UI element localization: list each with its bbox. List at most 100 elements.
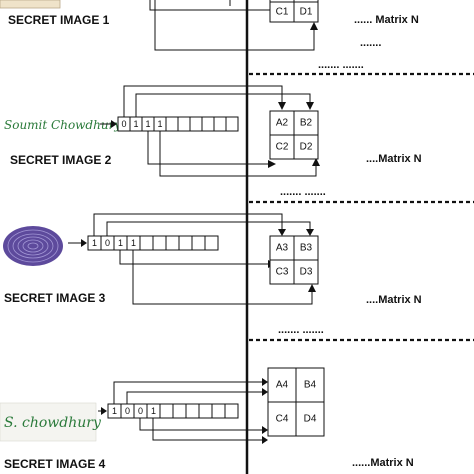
matrix-4-cell-d-label: D4 xyxy=(304,414,317,425)
matrix-2: A2 B2 C2 D2 xyxy=(269,110,319,160)
matrix-2-cell-c-label: C2 xyxy=(276,142,289,153)
bit-2-7 xyxy=(201,116,215,132)
matrix-1-cell-c-label: C1 xyxy=(276,7,289,18)
matrix-1-dots-right: ....... xyxy=(360,37,381,49)
bit-2-9 xyxy=(225,116,239,132)
wire-4b xyxy=(126,391,264,404)
matrix-3-cell-d-label: D3 xyxy=(300,267,313,278)
bit-2-0-label: 0 xyxy=(121,119,126,129)
bit-2-6 xyxy=(189,116,203,132)
bit-4-3-label: 1 xyxy=(151,406,156,416)
arrowhead-2c xyxy=(268,160,276,168)
bit-3-4 xyxy=(139,235,154,251)
bit-3-7 xyxy=(178,235,193,251)
matrix-4-cell-c xyxy=(267,401,297,437)
matrix-2-cell-a-label: A2 xyxy=(276,118,289,129)
arrowhead-3a xyxy=(278,229,286,236)
matrix-2-cell-c xyxy=(269,134,295,160)
matrix-4: A4 B4 C4 D4 xyxy=(267,367,325,437)
panel-3: SECRET IMAGE 3 1 0 1 1 xyxy=(3,213,422,336)
panel-1-dots-bottom: ....... ....... xyxy=(318,59,364,71)
bit-4-1-label: 0 xyxy=(125,406,130,416)
fingerprint-image xyxy=(3,226,63,266)
matrix-3-n-label: ....Matrix N xyxy=(366,294,422,306)
wire-3a xyxy=(93,213,283,236)
arrowhead-4-input xyxy=(101,407,107,415)
panel-3-dots-bottom: ....... ....... xyxy=(278,324,324,336)
secret-image-3-label: SECRET IMAGE 3 xyxy=(4,291,106,305)
arrowhead-1b xyxy=(310,22,318,30)
matrix-4-cell-d xyxy=(295,401,325,437)
panel-1: SECRET IMAGE 1 C1 D1 ...... Matrix N ...… xyxy=(0,0,419,71)
arrowhead-3-input xyxy=(81,239,87,247)
matrix-3-cell-b-label: B3 xyxy=(300,243,313,254)
bit-2-4 xyxy=(165,116,179,132)
arrowhead-4b xyxy=(262,388,268,396)
matrix-1-n-label: ...... Matrix N xyxy=(354,14,419,26)
bit-3-1-label: 0 xyxy=(105,238,110,248)
matrix-4-cell-b xyxy=(295,367,325,403)
arrowhead-4d xyxy=(262,436,268,444)
secret-image-4-label: SECRET IMAGE 4 xyxy=(4,457,106,471)
wire-2c xyxy=(147,131,272,165)
bit-register-4: 1 0 0 1 xyxy=(107,403,239,419)
matrix-4-cell-c-label: C4 xyxy=(276,414,289,425)
bit-4-6 xyxy=(185,403,200,419)
wire-2d xyxy=(159,131,317,177)
secret-image-2-label: SECRET IMAGE 2 xyxy=(10,153,112,167)
bit-3-5 xyxy=(152,235,167,251)
bit-3-6 xyxy=(165,235,180,251)
bit-register-3: 1 0 1 1 xyxy=(87,235,219,251)
matrix-3-cell-a-label: A3 xyxy=(276,243,289,254)
matrix-3: A3 B3 C3 D3 xyxy=(269,235,319,285)
arrowhead-4c xyxy=(262,426,268,434)
bit-2-3-label: 1 xyxy=(157,119,162,129)
matrix-3-cell-c-label: C3 xyxy=(276,267,289,278)
matrix-3-cell-a xyxy=(269,235,295,261)
wire-4c xyxy=(139,418,264,431)
secret-image-4-signature: S. chowdhury xyxy=(4,415,102,431)
wire-1b xyxy=(154,0,315,51)
bit-register-2: 0 1 1 1 xyxy=(117,116,239,132)
wire-2b xyxy=(135,93,311,117)
wire-3b xyxy=(106,221,311,236)
bit-2-5 xyxy=(177,116,191,132)
wire-1a xyxy=(149,0,272,11)
matrix-2-n-label: ....Matrix N xyxy=(366,153,422,165)
arrowhead-4a xyxy=(262,378,268,386)
arrowhead-2a xyxy=(278,102,286,110)
bit-2-1-label: 1 xyxy=(133,119,138,129)
matrix-2-cell-b-label: B2 xyxy=(300,118,313,129)
wire-3c xyxy=(119,250,272,265)
arrowhead-3b xyxy=(306,229,314,236)
matrix-2-cell-d xyxy=(293,134,319,160)
panel-4: S. chowdhury SECRET IMAGE 4 1 0 0 1 xyxy=(0,367,414,471)
wire-4a xyxy=(113,381,264,404)
bit-4-2-label: 0 xyxy=(138,406,143,416)
wire-3d xyxy=(132,250,313,305)
bit-3-2-label: 1 xyxy=(118,238,123,248)
bit-4-5 xyxy=(172,403,187,419)
matrix-1: C1 D1 xyxy=(269,0,319,23)
secret-image-4-thumbnail xyxy=(0,402,97,442)
bit-3-9 xyxy=(204,235,219,251)
bit-4-9 xyxy=(224,403,239,419)
matrix-3-cell-d xyxy=(293,259,319,285)
secret-image-1-label: SECRET IMAGE 1 xyxy=(8,13,110,27)
bit-3-0-label: 1 xyxy=(92,238,97,248)
bit-3-8 xyxy=(191,235,206,251)
bit-2-8 xyxy=(213,116,227,132)
matrix-3-cell-c xyxy=(269,259,295,285)
bit-2-2-label: 1 xyxy=(145,119,150,129)
matrix-4-cell-b-label: B4 xyxy=(304,380,317,391)
secret-image-2-signature: Soumit Chowdhury xyxy=(4,118,121,132)
bit-4-0-label: 1 xyxy=(112,406,117,416)
arrowhead-2d xyxy=(312,158,320,166)
panel-2: Soumit Chowdhury SECRET IMAGE 2 0 1 1 1 xyxy=(4,85,422,198)
bit-4-4 xyxy=(159,403,174,419)
arrowhead-2-input xyxy=(111,120,117,128)
matrix-1-cell-d xyxy=(293,1,319,23)
secret-image-1-thumbnail xyxy=(0,0,61,9)
matrix-4-n-label: ......Matrix N xyxy=(352,457,414,469)
matrix-4-cell-a-label: A4 xyxy=(276,380,289,391)
